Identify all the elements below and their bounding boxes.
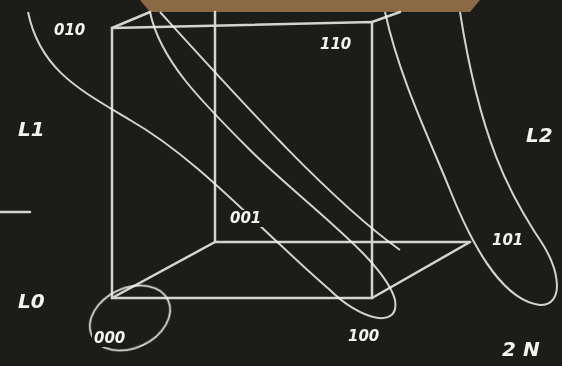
cube-face	[215, 12, 470, 242]
frame	[140, 0, 480, 12]
vertex-label: 000	[92, 330, 127, 347]
vertex-label: 001	[228, 210, 263, 227]
loop-label: L0	[16, 290, 47, 312]
vertex-label: 101	[490, 232, 525, 249]
cube-edge	[112, 242, 215, 298]
vertex-label: 010	[52, 22, 87, 39]
cube-edge	[112, 12, 150, 28]
cube-face	[112, 22, 372, 298]
dash-mark	[0, 211, 30, 214]
chalk-stroke	[160, 12, 400, 250]
loop-label: L2	[524, 124, 555, 146]
cube-edge	[372, 242, 470, 298]
loop-outline	[385, 12, 557, 305]
vertex-label: 100	[346, 328, 381, 345]
loop-outline	[28, 12, 395, 318]
loop-outline	[79, 273, 180, 363]
vertex-label: 110	[318, 36, 353, 53]
note-text: 2 N	[500, 338, 542, 360]
loop-label: L1	[16, 118, 47, 140]
